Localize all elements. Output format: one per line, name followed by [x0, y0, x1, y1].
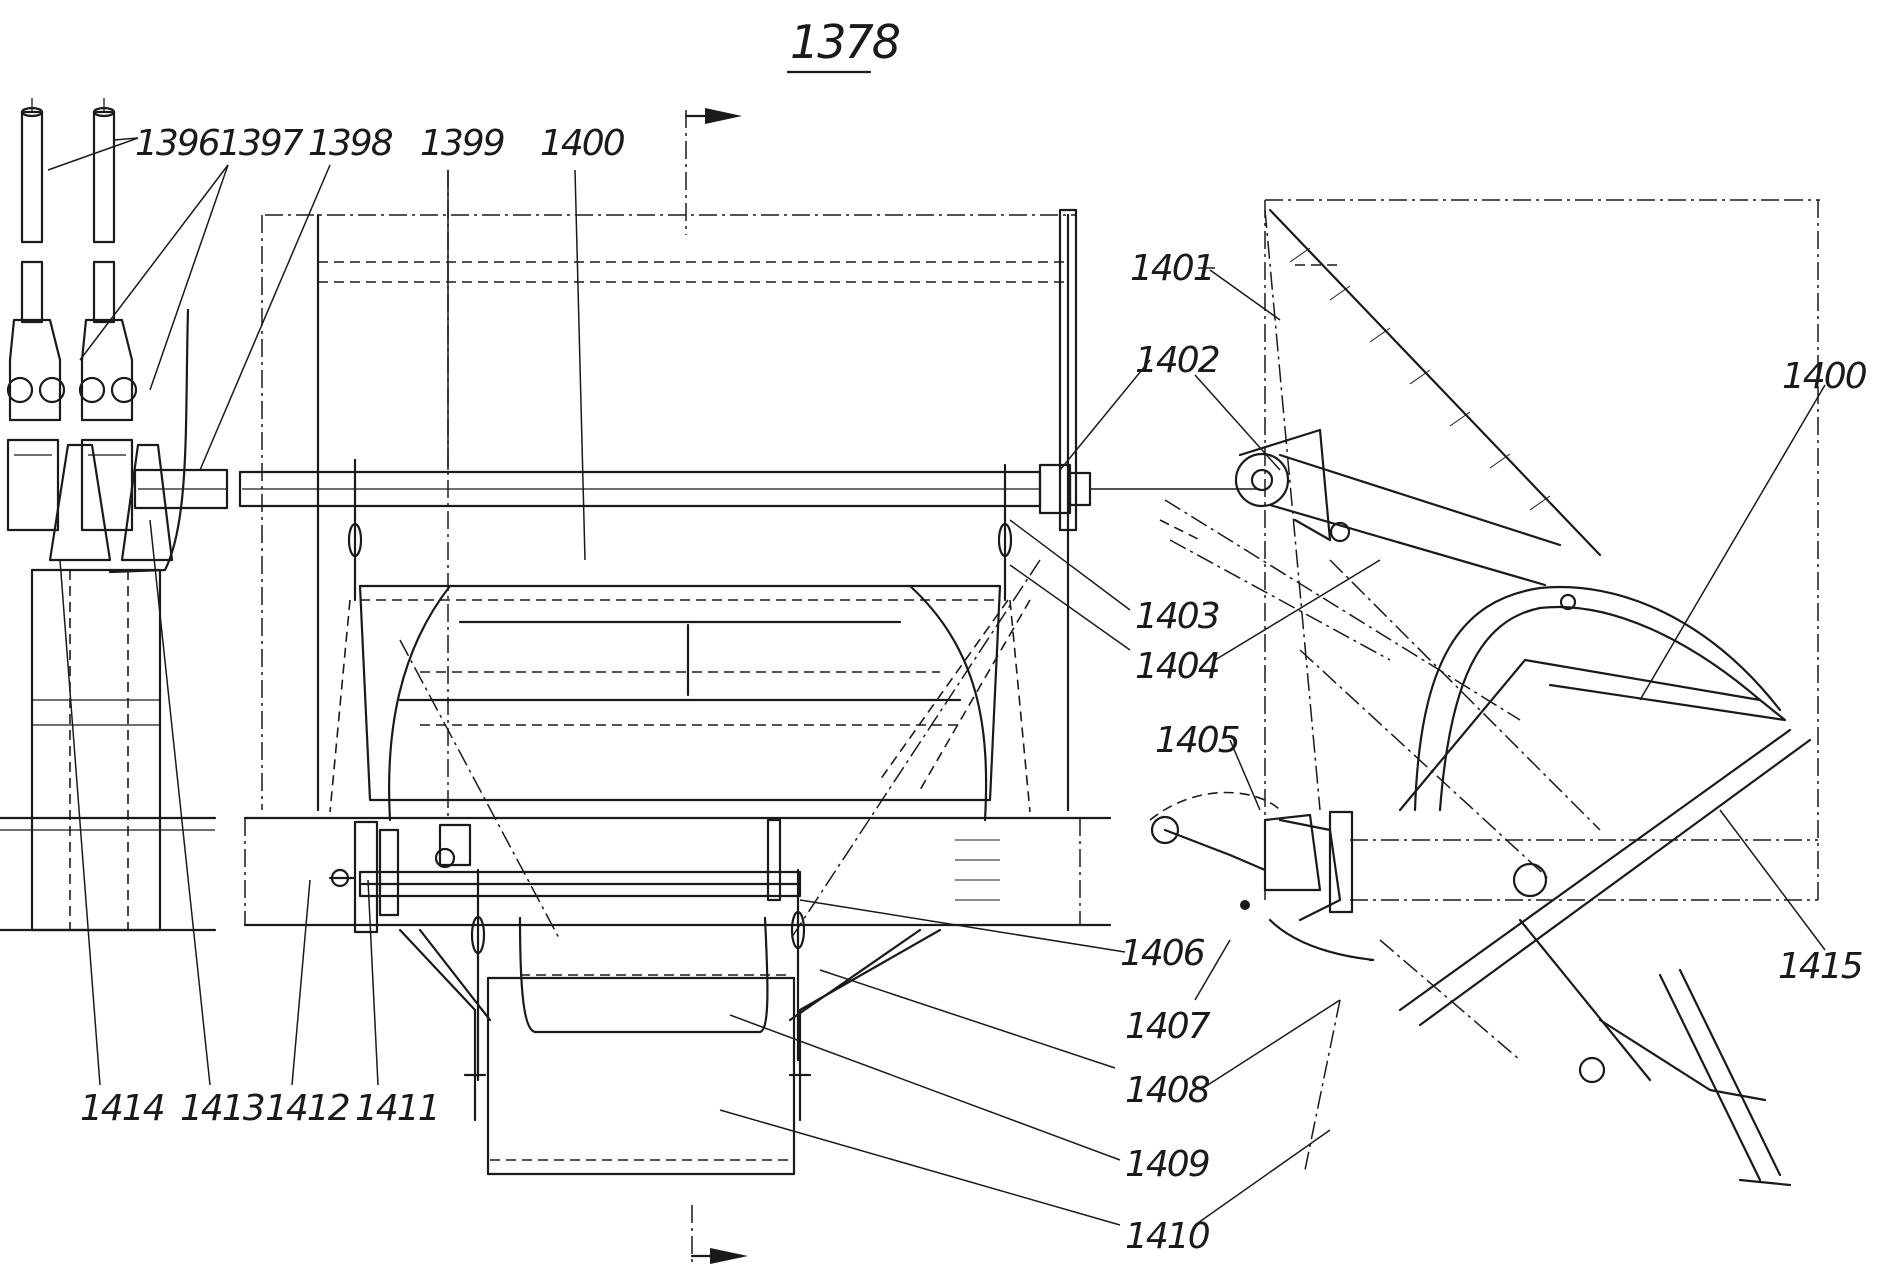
section-marker-bottom [690, 1205, 748, 1264]
figure-title: 1378 [786, 15, 902, 74]
lever-handles-assembly [0, 98, 229, 932]
label-1404: 1404 [1135, 646, 1219, 687]
label-1411: 1411 [355, 1088, 439, 1129]
label-1407: 1407 [1125, 1006, 1211, 1047]
label-1410: 1410 [1125, 1216, 1210, 1257]
label-1408: 1408 [1125, 1070, 1210, 1111]
label-1413: 1413 [180, 1088, 264, 1129]
label-1405: 1405 [1155, 720, 1239, 761]
label-1406: 1406 [1120, 933, 1205, 974]
label-1396: 1396 [135, 123, 220, 164]
label-1398: 1398 [308, 123, 393, 164]
label-1409: 1409 [1125, 1144, 1209, 1185]
section-marker-top [684, 108, 742, 235]
figure-number: 1378 [790, 15, 900, 69]
label-1415: 1415 [1778, 946, 1862, 987]
label-1399: 1399 [420, 123, 504, 164]
label-1414: 1414 [80, 1088, 164, 1129]
label-1412: 1412 [265, 1088, 349, 1129]
hopper-frame-assembly [238, 170, 1260, 1176]
label-1397: 1397 [218, 123, 304, 164]
side-view-assembly [1149, 199, 1820, 1187]
label-1400-front: 1400 [540, 123, 625, 164]
label-1402: 1402 [1135, 340, 1219, 381]
label-1400-side: 1400 [1782, 356, 1867, 397]
label-1403: 1403 [1135, 596, 1219, 637]
reference-labels: 1396 1397 1398 1399 1400 1401 1402 1400 … [80, 123, 1869, 1257]
leader-lines [47, 137, 1826, 1226]
label-1401: 1401 [1130, 248, 1214, 289]
